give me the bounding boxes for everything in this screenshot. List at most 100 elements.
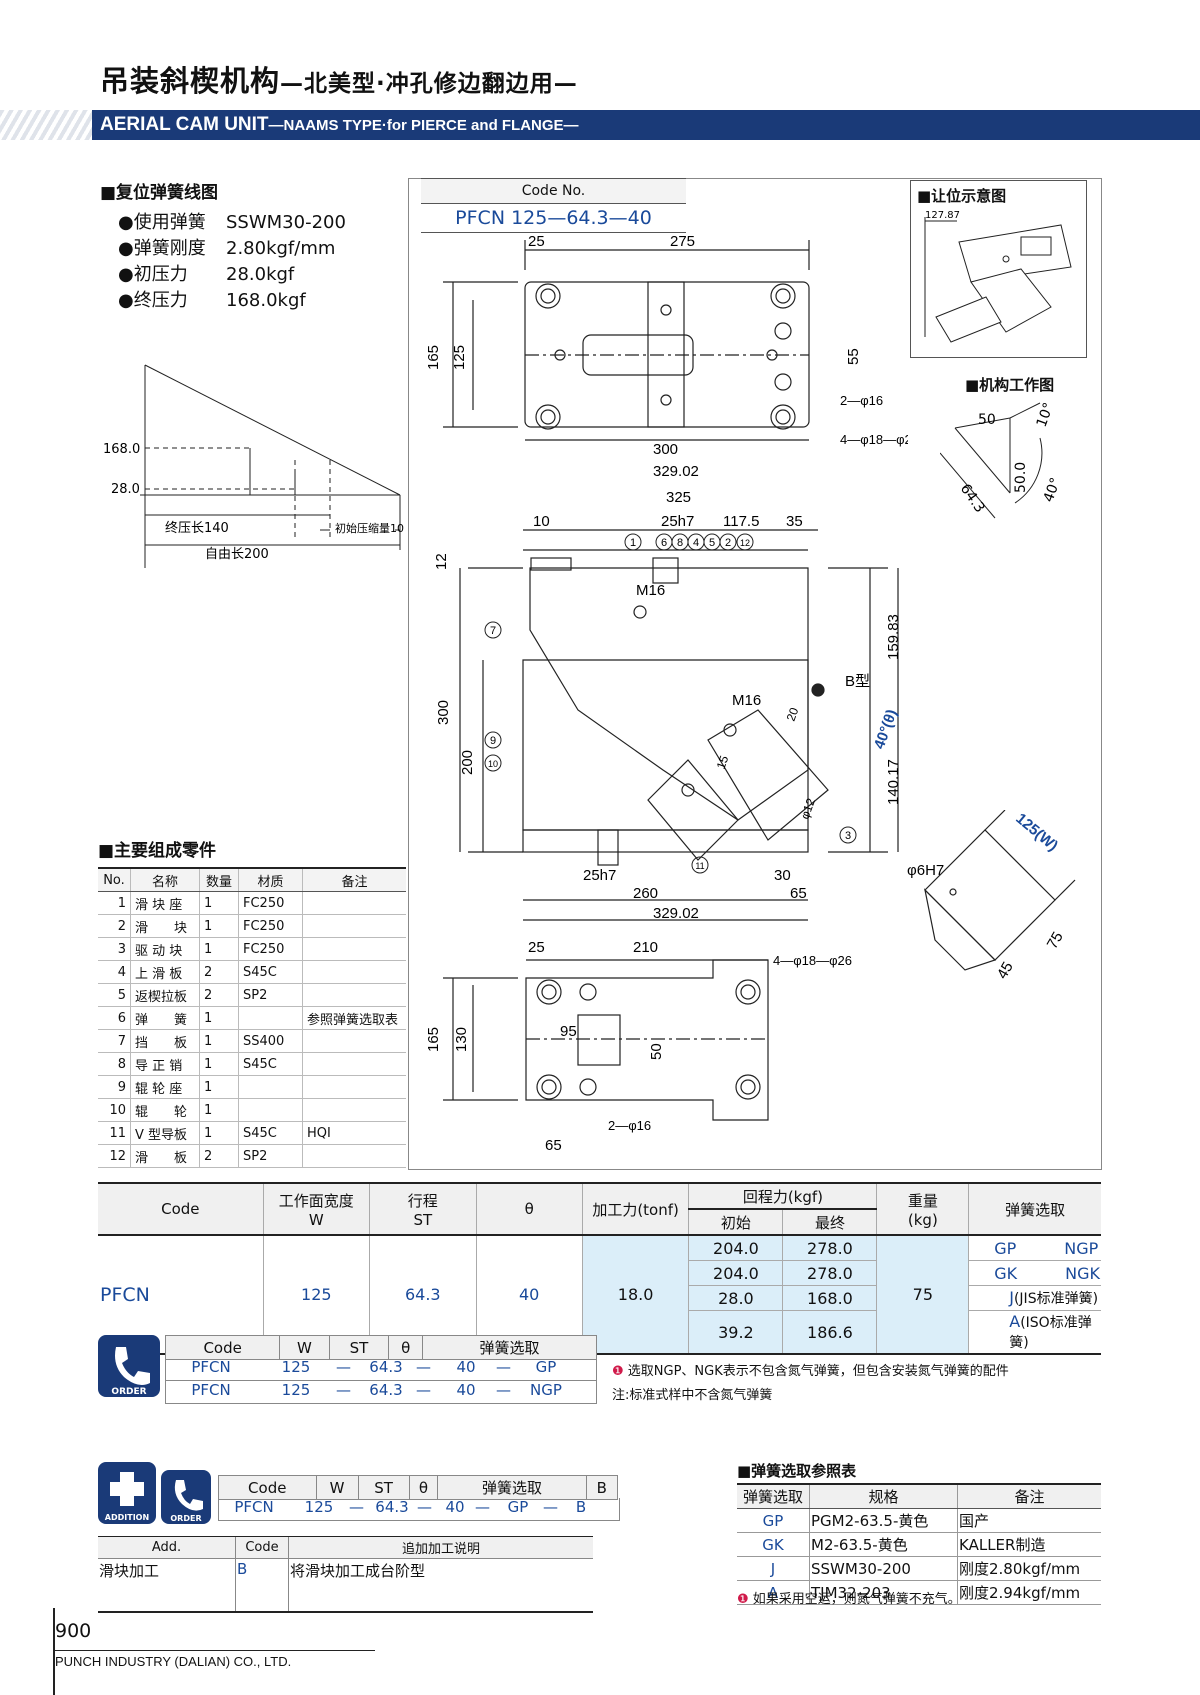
table-cell [302, 1144, 406, 1168]
clearance-heading: ■让位示意图 [917, 187, 1007, 205]
svg-text:9: 9 [490, 735, 496, 747]
svg-text:25: 25 [528, 233, 545, 250]
svg-text:329.02: 329.02 [653, 463, 699, 480]
svg-text:ORDER: ORDER [170, 1514, 201, 1523]
svg-text:25h7: 25h7 [661, 513, 694, 530]
side-detail-diagram: 125(W) φ6H7 75 45 [907, 810, 1076, 982]
table-cell: A [737, 1580, 810, 1605]
working-heading: ■机构工作图 [965, 376, 1055, 394]
table-cell: SP2 [238, 1144, 303, 1168]
table-cell: 1 [199, 937, 239, 961]
svg-text:ORDER: ORDER [111, 1387, 146, 1397]
svg-text:M16: M16 [732, 692, 761, 709]
order-icon-small: ORDER [161, 1470, 211, 1524]
table-cell: FC250 [238, 891, 303, 915]
table-cell: 2 [199, 983, 239, 1007]
addition-icon: ADDITION [98, 1462, 156, 1524]
svg-text:55: 55 [845, 348, 862, 365]
table-cell: SP2 [238, 983, 303, 1007]
table-cell: 驱 动 块 [130, 937, 200, 961]
table-cell: 1 [199, 1098, 239, 1122]
parts-heading: ■主要组成零件 [98, 841, 217, 861]
table-cell: 2 [199, 960, 239, 984]
svg-text:2: 2 [725, 537, 731, 549]
table-cell: 刚度2.94kgf/mm [957, 1580, 1101, 1605]
table-cell [302, 937, 406, 961]
svg-text:45: 45 [994, 959, 1017, 982]
clearance-diagram: 127.87 [924, 210, 1072, 343]
svg-text:159.83: 159.83 [885, 614, 902, 660]
svg-text:15: 15 [714, 753, 732, 771]
banner-en: AERIAL CAM UNIT—NAAMS TYPE·for PIERCE an… [92, 110, 1200, 140]
table-cell: 刚度2.80kgf/mm [957, 1556, 1101, 1581]
svg-text:140.17: 140.17 [885, 759, 902, 805]
code-no-value: PFCN 125—64.3—40 [421, 204, 686, 233]
y-label-168: 168.0 [103, 442, 140, 457]
svg-text:260: 260 [633, 885, 658, 902]
svg-text:117.5: 117.5 [723, 513, 759, 530]
svg-text:φ12: φ12 [798, 796, 818, 821]
title-banner: AERIAL CAM UNIT—NAAMS TYPE·for PIERCE an… [0, 110, 1200, 140]
title-cn-sub: —北美型·冲孔修边翻边用— [280, 71, 578, 97]
table-cell: SSWM30-200 [809, 1556, 958, 1581]
table-cell: KALLER制造 [957, 1532, 1101, 1557]
footer-rule [53, 1608, 55, 1695]
table-cell: 辊 轮 座 [130, 1075, 200, 1099]
svg-text:4—φ18—φ26: 4—φ18—φ26 [840, 432, 908, 447]
table-cell: 参照弹簧选取表 [302, 1006, 406, 1030]
svg-text:65: 65 [545, 1137, 562, 1154]
table-cell: 1 [199, 1052, 239, 1076]
svg-text:5: 5 [709, 537, 715, 549]
table-cell: TJM32-203 [809, 1580, 958, 1605]
table-cell: 挡 板 [130, 1029, 200, 1053]
table-cell: J [737, 1556, 810, 1581]
svg-text:20: 20 [784, 705, 802, 723]
svg-text:225: 225 [905, 665, 908, 690]
x-label-10: 初始压缩量10 [335, 521, 404, 535]
svg-text:10°: 10° [1034, 401, 1058, 430]
svg-text:M16: M16 [636, 582, 665, 599]
company-name: PUNCH INDUSTRY (DALIAN) CO., LTD. [55, 1650, 375, 1669]
table-cell [302, 1075, 406, 1099]
table-cell: GK [737, 1532, 810, 1557]
svg-text:1: 1 [630, 537, 636, 549]
svg-text:275: 275 [670, 233, 695, 250]
svg-text:30: 30 [774, 867, 791, 884]
x-label-200: 自由长200 [205, 547, 269, 562]
table-cell: 7 [98, 1029, 131, 1053]
table-cell: 8 [98, 1052, 131, 1076]
clearance-box: ■让位示意图 127.87 [910, 180, 1087, 358]
table-cell: 上 滑 板 [130, 960, 200, 984]
svg-text:50: 50 [648, 1043, 665, 1060]
order-icon: ORDER [98, 1335, 160, 1397]
table-cell: 10 [98, 1098, 131, 1122]
svg-text:300: 300 [653, 441, 678, 458]
svg-text:300: 300 [435, 700, 452, 725]
banner-stripes [0, 110, 100, 140]
svg-text:4—φ18—φ26: 4—φ18—φ26 [773, 953, 852, 968]
table-cell: 返楔拉板 [130, 983, 200, 1007]
table-cell: FC250 [238, 914, 303, 938]
title-cn: 吊装斜楔机构 [100, 64, 281, 98]
table-cell [302, 891, 406, 915]
